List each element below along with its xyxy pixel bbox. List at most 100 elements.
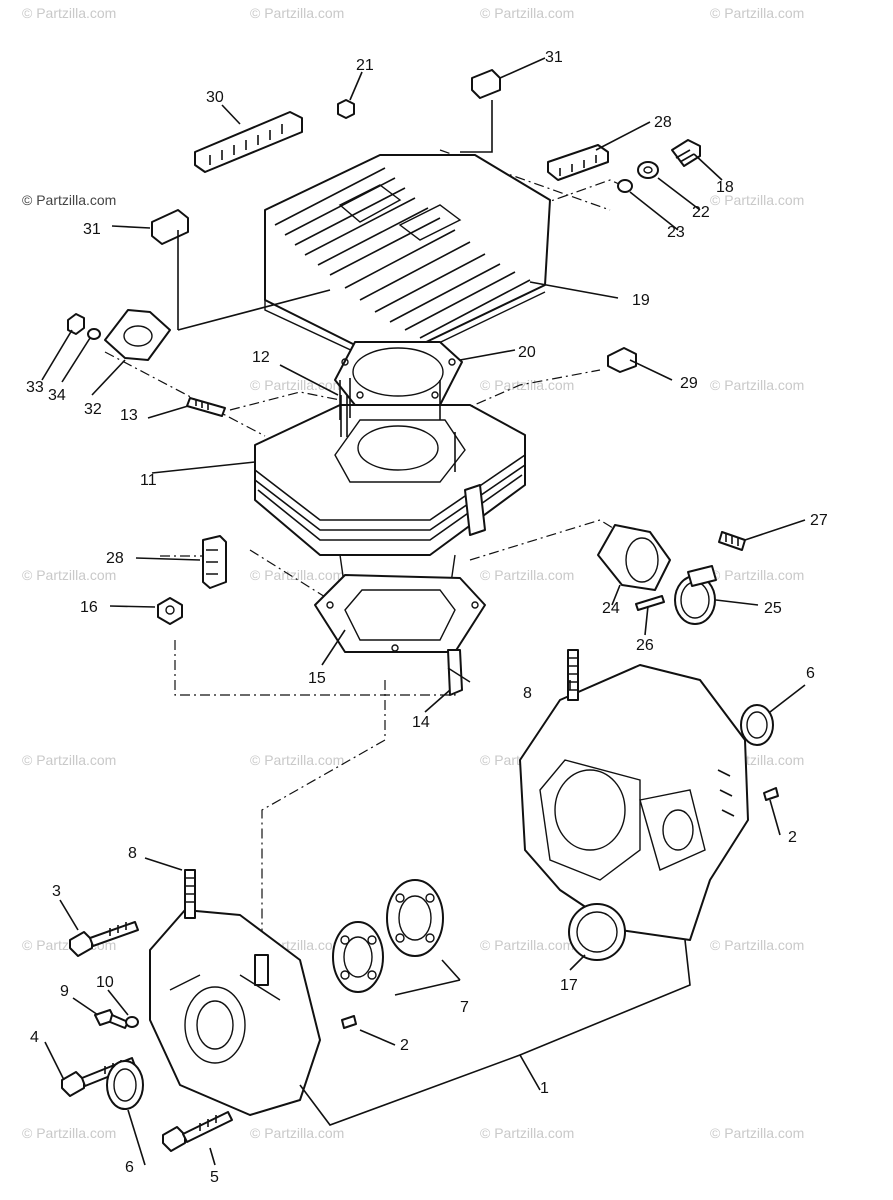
watermark: © Partzilla.com [710, 567, 804, 583]
watermark: © Partzilla.com [710, 5, 804, 21]
bolt-27[interactable] [718, 531, 746, 551]
callout-20: 20 [518, 344, 536, 361]
callout-6: 6 [806, 665, 815, 682]
callout-31: 31 [83, 221, 101, 238]
intake-manifold-24[interactable] [597, 524, 671, 591]
rubber-block-28-side[interactable] [202, 535, 227, 589]
bearing-7-large[interactable] [386, 879, 444, 957]
callout-5: 5 [210, 1169, 219, 1186]
cylinder-head[interactable] [264, 154, 551, 353]
callout-23: 23 [667, 224, 685, 241]
bolt-3[interactable] [69, 921, 139, 957]
callout-2: 2 [788, 829, 797, 846]
watermark: © Partzilla.com [250, 5, 344, 21]
callout-27: 27 [810, 512, 828, 529]
watermark: © Partzilla.com [480, 5, 574, 21]
bearing-7-small[interactable] [332, 921, 384, 993]
watermark: © Partzilla.com [480, 1125, 574, 1141]
callout-3: 3 [52, 883, 61, 900]
callout-1: 1 [540, 1080, 549, 1097]
screw-26[interactable] [635, 595, 665, 611]
rubber-block-31-top[interactable] [471, 69, 501, 99]
callout-4: 4 [30, 1029, 39, 1046]
callout-16: 16 [80, 599, 98, 616]
callout-labels: 1 2 2 3 4 5 6 6 7 8 8 9 10 11 12 13 14 1… [26, 49, 828, 1186]
washer-23[interactable] [617, 179, 633, 193]
seal-6-left[interactable] [106, 1060, 144, 1110]
dowel-pin-2-right[interactable] [763, 787, 779, 801]
callout-24: 24 [602, 600, 620, 617]
callout-17: 17 [560, 977, 578, 994]
callout-30: 30 [206, 89, 224, 106]
callout-25: 25 [764, 600, 782, 617]
callout-6: 6 [125, 1159, 134, 1176]
watermark: © Partzilla.com [250, 752, 344, 768]
head-gasket[interactable] [334, 341, 463, 406]
leader-lines [41, 57, 806, 1166]
callout-10: 10 [96, 974, 114, 991]
fitting-14[interactable] [447, 649, 471, 696]
callout-29: 29 [680, 375, 698, 392]
callout-33: 33 [26, 379, 44, 396]
washer-10[interactable] [125, 1016, 139, 1028]
watermark-layer: © Partzilla.com © Partzilla.com © Partzi… [22, 5, 804, 1141]
callout-22: 22 [692, 204, 710, 221]
callout-11: 11 [140, 472, 157, 489]
clamp-25[interactable] [674, 565, 717, 625]
watermark: © Partzilla.com [480, 567, 574, 583]
nut-21[interactable] [337, 99, 355, 119]
callout-2: 2 [400, 1037, 409, 1054]
callout-13: 13 [120, 407, 138, 424]
washer-34[interactable] [87, 328, 101, 340]
gasket-17[interactable] [568, 903, 626, 961]
watermark: © Partzilla.com [22, 567, 116, 583]
watermark: © Partzilla.com [250, 1125, 344, 1141]
callout-15: 15 [308, 670, 326, 687]
watermark: © Partzilla.com [480, 937, 574, 953]
nut-33[interactable] [67, 313, 85, 335]
callout-28: 28 [654, 114, 672, 131]
callout-21: 21 [356, 57, 374, 74]
watermark: © Partzilla.com [710, 937, 804, 953]
crankcase-left[interactable] [149, 909, 321, 1116]
base-gasket[interactable] [314, 574, 486, 653]
rubber-block-30[interactable] [194, 111, 303, 173]
callout-31: 31 [545, 49, 563, 66]
stud-12[interactable] [340, 395, 348, 437]
stud-8-left[interactable] [184, 869, 196, 919]
rubber-block-28-top[interactable] [547, 144, 609, 181]
callout-9: 9 [60, 983, 69, 1000]
stud-8-right[interactable] [567, 649, 579, 701]
watermark: © Partzilla.com [250, 567, 344, 583]
watermark: © Partzilla.com [710, 1125, 804, 1141]
callout-7: 7 [460, 999, 469, 1016]
callout-28: 28 [106, 550, 124, 567]
callout-18: 18 [716, 179, 734, 196]
spark-plug-18[interactable] [671, 139, 701, 167]
watermark: © Partzilla.com [22, 1125, 116, 1141]
watermark: © Partzilla.com [250, 377, 344, 393]
watermark: © Partzilla.com [710, 377, 804, 393]
cylinder[interactable] [254, 378, 526, 591]
crankcase-right[interactable] [519, 664, 749, 941]
stud-13[interactable] [186, 397, 226, 417]
watermark: © Partzilla.com [710, 192, 804, 208]
nut-16[interactable] [157, 597, 183, 625]
seal-6-right[interactable] [740, 704, 774, 746]
callout-8: 8 [523, 685, 532, 702]
watermark-main: © Partzilla.com [22, 192, 116, 208]
exhaust-gasket[interactable] [104, 309, 171, 361]
screw-9[interactable] [94, 1009, 129, 1029]
callout-32: 32 [84, 401, 102, 418]
watermark: © Partzilla.com [480, 377, 574, 393]
callout-34: 34 [48, 387, 66, 404]
rubber-block-31-left[interactable] [151, 209, 189, 245]
callout-12: 12 [252, 349, 270, 366]
washer-22[interactable] [637, 161, 659, 179]
dowel-pin-2-left[interactable] [341, 1015, 357, 1029]
callout-19: 19 [632, 292, 650, 309]
callout-26: 26 [636, 637, 654, 654]
bolt-5[interactable] [162, 1111, 233, 1152]
rubber-block-29[interactable] [607, 347, 637, 373]
